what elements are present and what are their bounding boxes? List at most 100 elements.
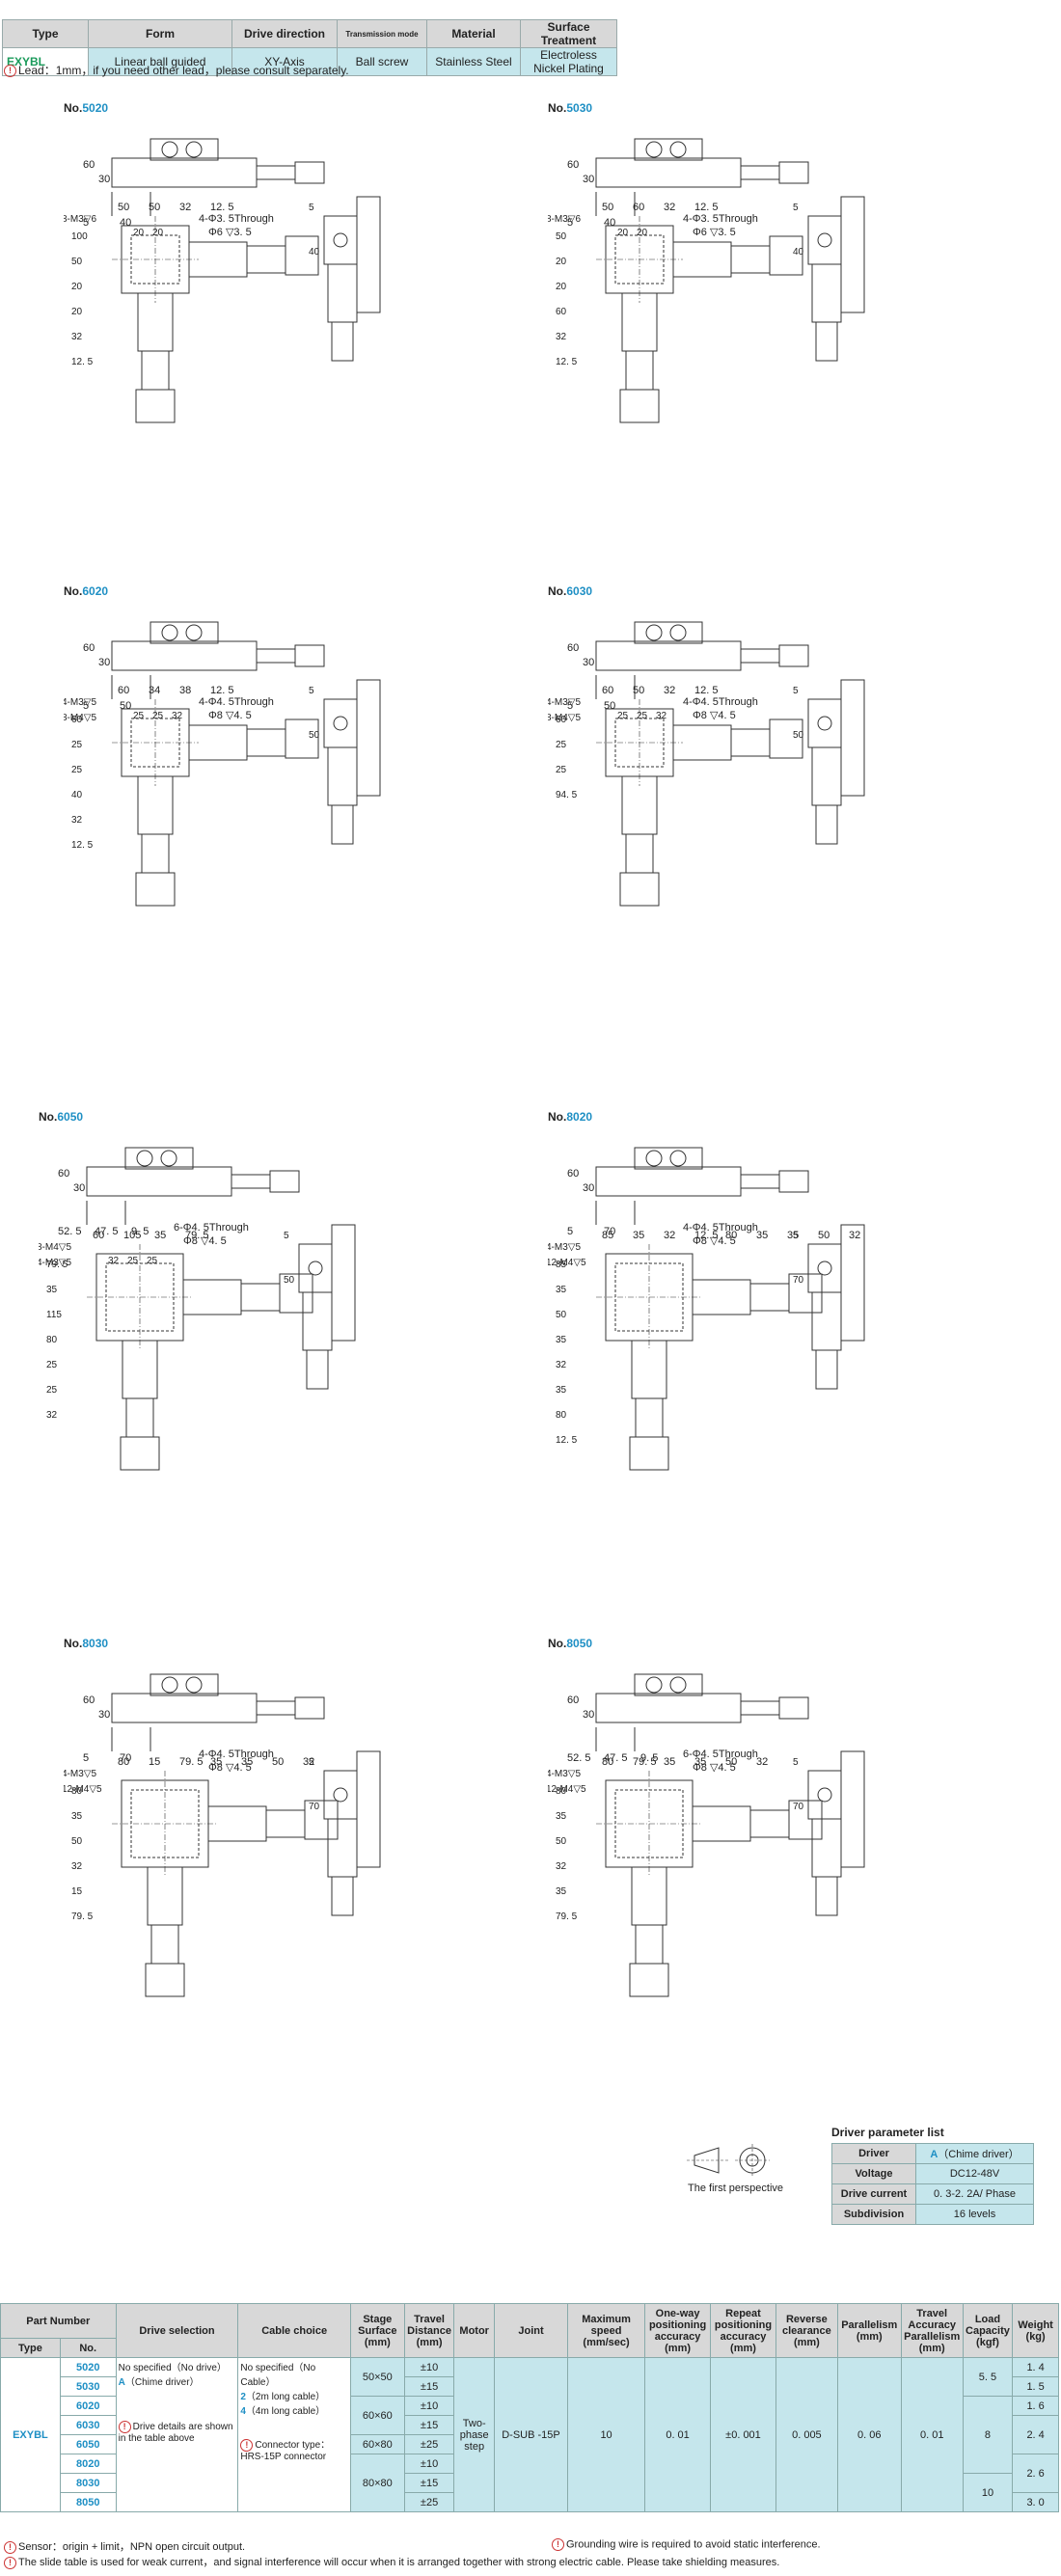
driver-key: Driver: [831, 2143, 916, 2164]
top-view-knob: [778, 644, 809, 667]
stage-cell: 60×80: [349, 2434, 405, 2454]
side-view-knob: [331, 804, 354, 845]
dim-plan-width: 50: [602, 202, 613, 213]
warning-icon: !: [4, 65, 16, 78]
voltage-value: DC12-48V: [915, 2163, 1034, 2184]
drive-selection-cell: No specified（No drive）A（Chime driver）!Dr…: [115, 2357, 239, 2512]
footnote-sensor: !Sensor：origin + limit，NPN open circuit …: [4, 2538, 245, 2554]
tap-note-2: 8-M4▽5: [64, 713, 96, 723]
part-number-table: Part Number Drive selection Cable choice…: [0, 2303, 1059, 2512]
counterbore-note: Φ8 ▽4. 5: [693, 710, 736, 721]
first-perspective-icon: [687, 2144, 770, 2177]
dim-plan-vertical: 20: [71, 282, 83, 292]
dim-side-top: 5: [793, 203, 799, 213]
x-axis-handwheel: [788, 1800, 823, 1840]
top-view-motor: [150, 621, 219, 644]
side-view-knob: [815, 321, 838, 362]
dim-side-height: 50: [309, 730, 320, 741]
top-view-base: [111, 157, 258, 188]
dim-plan-width: 12. 5: [210, 685, 233, 696]
h-weight: Weight (kg): [1012, 2303, 1059, 2358]
x-axis-handwheel: [285, 719, 319, 759]
side-view-knob: [331, 1876, 354, 1916]
dim-side-height: 70: [309, 1802, 320, 1812]
type-value: EXYBL: [2, 47, 89, 76]
dim-plan-width: 105: [123, 1230, 141, 1241]
y-axis-motor: [147, 1866, 183, 1926]
dim-plan-vertical: 25: [46, 1385, 58, 1396]
dim-plan-width: 32: [849, 1230, 860, 1241]
dim-plan-vertical: 25: [556, 740, 567, 750]
top-view-base: [86, 1166, 232, 1197]
counterbore-note: Φ6 ▽3. 5: [693, 227, 736, 238]
no-cell: 8020: [59, 2454, 117, 2474]
top-view-knob: [269, 1170, 300, 1193]
h-stage: Stage Surface (mm): [349, 2303, 405, 2358]
dim-plan-vertical: 35: [71, 1811, 83, 1822]
dim-plan-vertical: 80: [556, 1786, 567, 1797]
side-view-knob: [815, 1349, 838, 1390]
side-view-body: [331, 1224, 356, 1342]
dim-plan-width: 50: [633, 685, 644, 696]
dim-plan-inner: 25: [617, 711, 629, 721]
dim-top-height: 60: [83, 642, 95, 654]
tap-note-1: 4-M3▽5: [548, 1769, 581, 1779]
no-cell: 8050: [59, 2492, 117, 2512]
weight-cell: 3. 0: [1012, 2492, 1059, 2512]
top-view-knob: [778, 1696, 809, 1720]
weight-cell: 1. 6: [1012, 2396, 1059, 2416]
col-surface: Surface Treatment: [520, 19, 617, 48]
h-load: Load Capacity (kgf): [962, 2303, 1014, 2358]
hole-note: 4-Φ3. 5Through: [683, 213, 758, 225]
drive-direction-value: XY-Axis: [231, 47, 338, 76]
dim-side-top: 5: [793, 1231, 799, 1241]
dim-plan-vertical: 32: [71, 1861, 83, 1872]
side-view-motor: [807, 1770, 842, 1820]
material-value: Stainless Steel: [426, 47, 521, 76]
travel-cell: ±15: [403, 2415, 455, 2435]
oneway-cell: 0. 01: [644, 2357, 712, 2512]
dim-plan-vertical: 32: [71, 332, 83, 342]
lead-note: !Lead：1mm，if you need other lead，please …: [4, 62, 349, 78]
footnote-grounding: !Grounding wire is required to avoid sta…: [552, 2538, 821, 2551]
dim-top-mid: 30: [583, 657, 594, 668]
dim-plan-width: 32: [179, 202, 191, 213]
side-view-body: [356, 1750, 381, 1868]
travel-accuracy-cell: 0. 01: [900, 2357, 964, 2512]
weight-cell: 1. 5: [1012, 2376, 1059, 2397]
dim-plan-width: 50: [818, 1230, 830, 1241]
dim-plan-vertical: 60: [556, 715, 567, 725]
dim-plan-vertical: 35: [46, 1285, 58, 1295]
dim-plan-width: 35: [633, 1230, 644, 1241]
side-view-knob: [815, 1876, 838, 1916]
dim-plan-vertical: 60: [556, 307, 567, 317]
panel-title: No.6050: [39, 1110, 83, 1124]
parallel-cell: 0. 06: [836, 2357, 902, 2512]
hole-note: 6-Φ4. 5Through: [683, 1749, 758, 1760]
dim-top-bottom: 47. 5: [95, 1226, 118, 1237]
dim-top-bottom: 52. 5: [58, 1226, 81, 1237]
y-axis-handwheel: [629, 1436, 669, 1471]
top-view-motor: [150, 138, 219, 161]
dim-plan-vertical: 80: [556, 1410, 567, 1421]
y-axis-motor: [631, 1866, 667, 1926]
dim-top-bottom: 40: [604, 217, 615, 229]
tap-note-2: 12-M4▽5: [548, 1784, 586, 1795]
dim-plan-inner: 25: [147, 1256, 158, 1266]
dim-plan-vertical: 25: [46, 1360, 58, 1370]
travel-cell: ±10: [403, 2396, 455, 2416]
hole-note: 4-Φ4. 5Through: [683, 696, 758, 708]
dim-top-height: 60: [58, 1168, 69, 1180]
side-view-motor: [807, 215, 842, 265]
load-cell: 8: [962, 2396, 1014, 2474]
top-view-motor: [634, 138, 703, 161]
top-view-motor: [124, 1147, 194, 1170]
dim-side-height: 40: [793, 247, 804, 258]
x-axis-handwheel: [285, 235, 319, 276]
y-axis-handwheel: [619, 872, 660, 907]
dim-plan-width: 35: [756, 1230, 768, 1241]
y-axis-handwheel: [629, 1963, 669, 1997]
